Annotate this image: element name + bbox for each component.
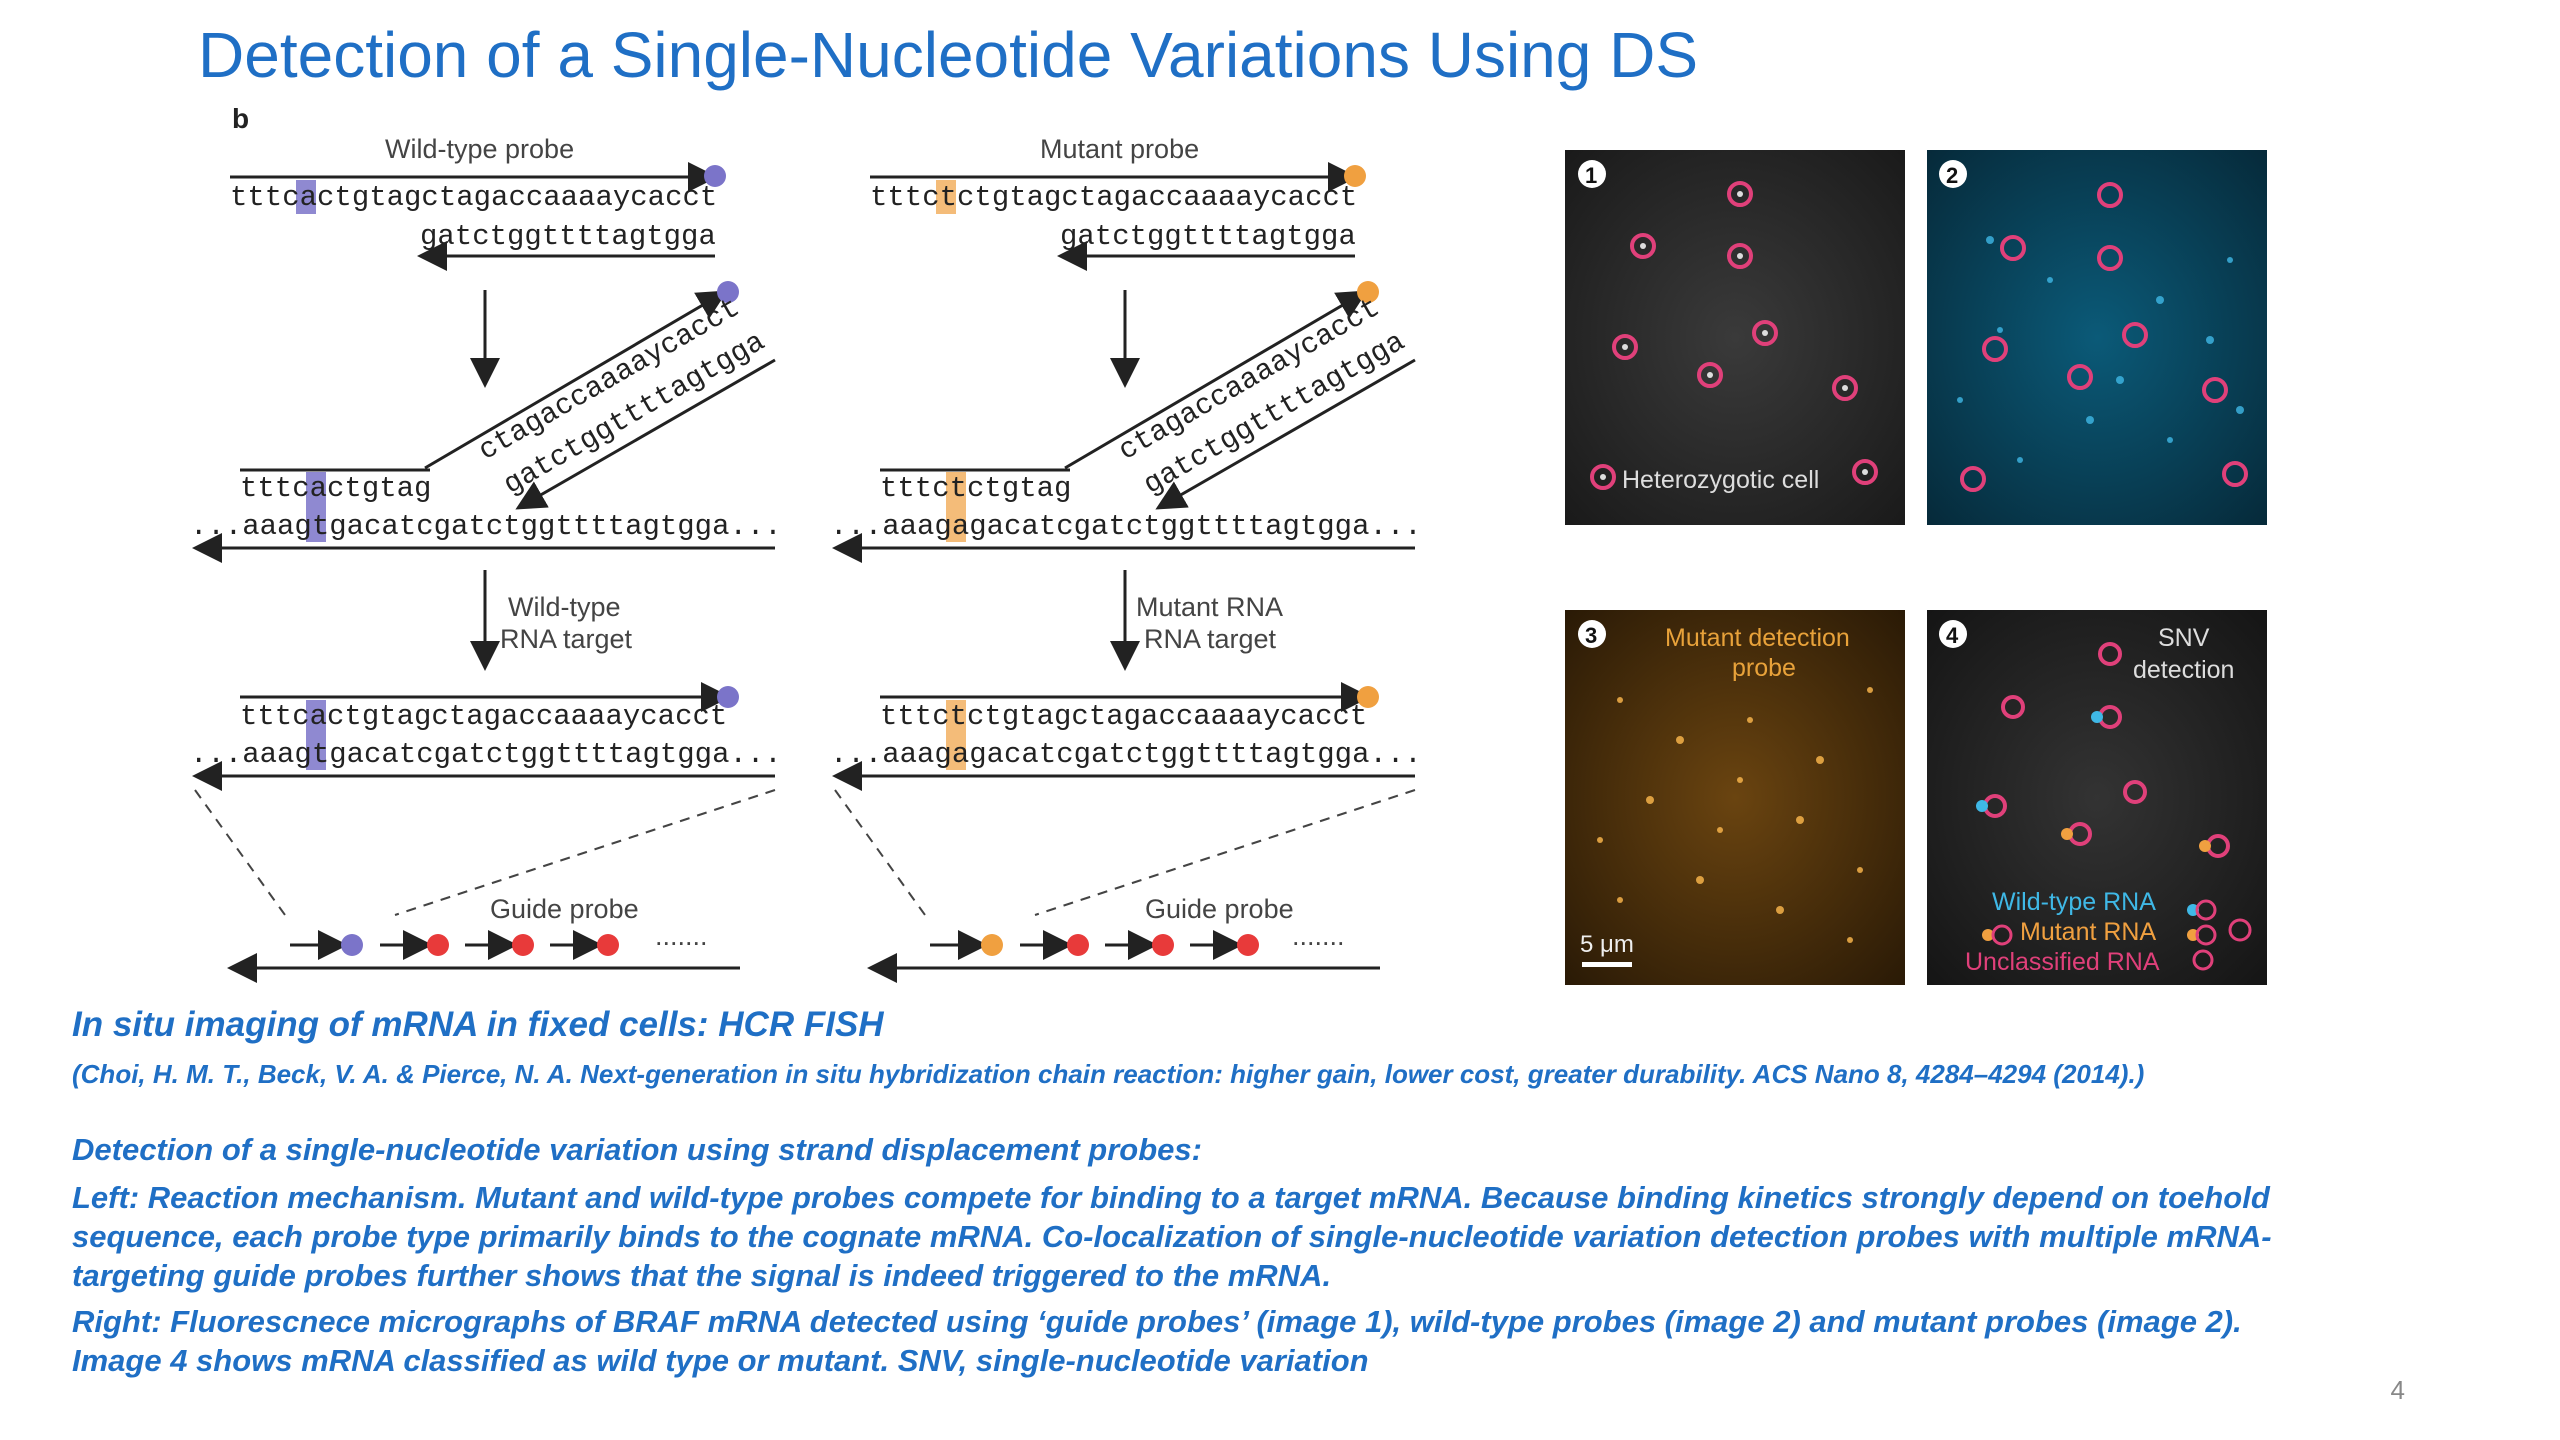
wt-complement-seq: gatctggttttagtgga	[420, 220, 716, 253]
mut-final-top: tttctctgtagctagaccaaaaycacct	[880, 700, 1367, 733]
panel-label: b	[232, 103, 249, 134]
wt-arrow-label-2: RNA target	[500, 624, 633, 654]
micrograph-4-label-2: detection	[2133, 656, 2234, 684]
wt-final-fluorophore	[717, 686, 739, 708]
mut-toehold: tttctctgtag	[880, 472, 1071, 505]
mut-arrow-label-1: Mutant RNA	[1136, 592, 1283, 622]
wt-arrow-label-1: Wild-type	[508, 592, 621, 622]
wt-guide-label: Guide probe	[490, 894, 639, 924]
wt-probe-label: Wild-type probe	[385, 134, 574, 164]
wt-toehold: tttcactgtag	[240, 472, 431, 505]
mut-target-seq: ...aaagagacatcgatctggttttagtgga...	[830, 510, 1422, 543]
wt-probe-fluorophore	[704, 165, 726, 187]
micrograph-1: 1 Heterozygotic cell	[1565, 150, 1905, 525]
mut-arrow-label-2: RNA target	[1144, 624, 1277, 654]
micrograph-1-label: Heterozygotic cell	[1622, 466, 1819, 494]
micrograph-4: 4 SNV detection Wild-type RNA Mutant RNA…	[1927, 610, 2267, 985]
mut-probe-seq: tttctctgtagctagaccaaaaycacct	[870, 181, 1357, 214]
micrograph-2: 2	[1927, 150, 2267, 525]
caption-subheading: Detection of a single-nucleotide variati…	[72, 1132, 1202, 1167]
wt-guide-dots: .......	[655, 921, 708, 951]
caption-citation: (Choi, H. M. T., Beck, V. A. & Pierce, N…	[72, 1059, 2145, 1089]
mut-probe-label: Mutant probe	[1040, 134, 1199, 164]
mut-probe-fluorophore	[1344, 165, 1366, 187]
legend-mutant-rna: Mutant RNA	[2020, 918, 2156, 946]
legend-unclassified-rna: Unclassified RNA	[1965, 948, 2160, 976]
micrograph-4-label-1: SNV	[2158, 624, 2210, 652]
mut-guide-dots: .......	[1292, 921, 1345, 951]
micrograph-3: 3 Mutant detection probe 5 μm	[1565, 610, 1905, 985]
wildtype-mechanism: Wild-type probe tttcactgtagctagaccaaaayc…	[190, 134, 782, 983]
legend-wildtype-rna: Wild-type RNA	[1992, 888, 2156, 916]
mut-displaced-fluorophore	[1357, 281, 1379, 303]
slide-title: Detection of a Single-Nucleotide Variati…	[198, 19, 1699, 91]
micrograph-2-number: 2	[1946, 163, 1958, 188]
mut-final-fluorophore	[1357, 686, 1379, 708]
page-number: 4	[2390, 1375, 2405, 1405]
micrograph-1-number: 1	[1585, 163, 1597, 188]
mut-guide-label: Guide probe	[1145, 894, 1294, 924]
caption-left-text: Left: Reaction mechanism. Mutant and wil…	[72, 1180, 2272, 1293]
micrograph-4-number: 4	[1946, 623, 1959, 648]
caption-right-text: Right: Fluorescnece micrographs of BRAF …	[72, 1304, 2242, 1378]
mutant-mechanism: Mutant probe tttctctgtagctagaccaaaaycacc…	[830, 134, 1422, 983]
wt-final-bottom: ...aaagtgacatcgatctggttttagtgga...	[190, 738, 782, 771]
scale-bar	[1582, 962, 1632, 967]
wt-final-top: tttcactgtagctagaccaaaaycacct	[240, 700, 727, 733]
wt-target-seq: ...aaagtgacatcgatctggttttagtgga...	[190, 510, 782, 543]
micrograph-3-number: 3	[1585, 623, 1597, 648]
micrograph-3-label-1: Mutant detection	[1665, 624, 1850, 652]
wt-probe-seq: tttcactgtagctagaccaaaaycacct	[230, 181, 717, 214]
figure: b Wild-type probe tttcactgtagctagaccaaaa…	[190, 103, 2267, 985]
scale-bar-label: 5 μm	[1580, 931, 1634, 958]
wt-displaced-fluorophore	[717, 281, 739, 303]
caption-heading: In situ imaging of mRNA in fixed cells: …	[72, 1005, 884, 1044]
mut-complement-seq: gatctggttttagtgga	[1060, 220, 1356, 253]
micrograph-3-label-2: probe	[1732, 654, 1796, 682]
mut-final-bottom: ...aaagagacatcgatctggttttagtgga...	[830, 738, 1422, 771]
